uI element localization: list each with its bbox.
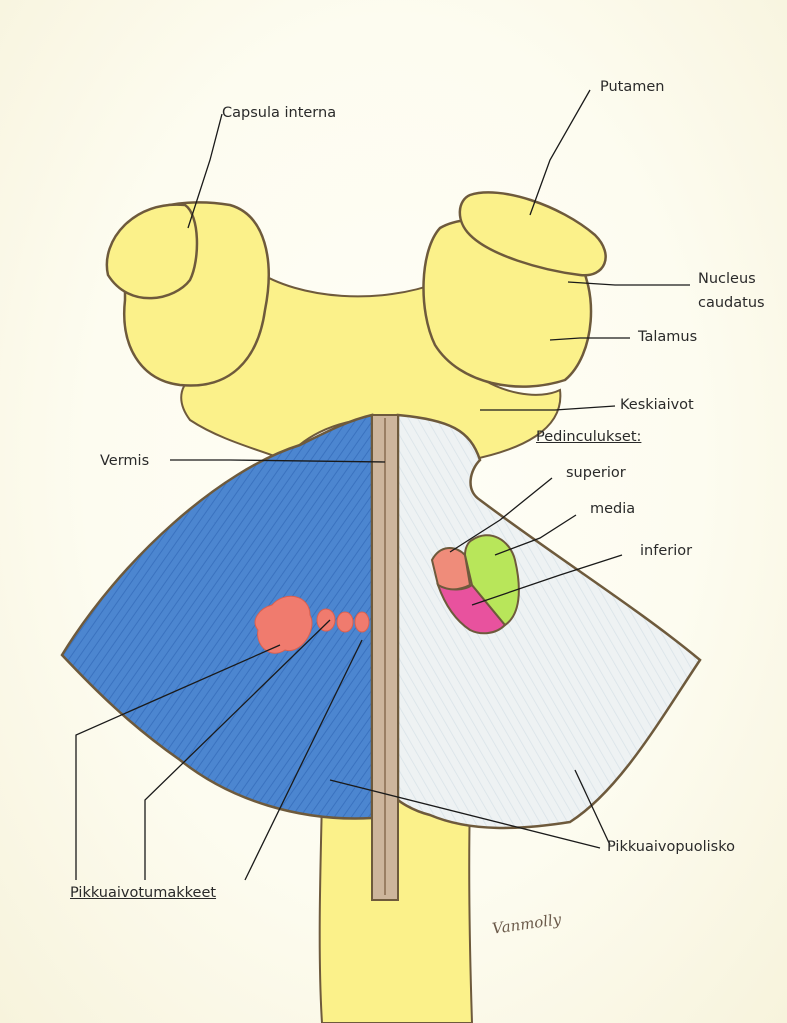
right-cerebellar-hemisphere — [398, 415, 700, 828]
label-media: media — [590, 500, 635, 518]
label-pikkuaivotumakkeet: Pikkuaivotumakkeet — [70, 884, 216, 902]
label-pikkuaivopuolisko: Pikkuaivopuolisko — [607, 838, 735, 856]
left-capsula-interna — [107, 205, 197, 299]
label-caudatus: caudatus — [698, 294, 765, 312]
right-thalamus — [424, 192, 606, 386]
label-capsula-interna: Capsula interna — [222, 104, 336, 122]
label-superior: superior — [566, 464, 626, 482]
label-talamus: Talamus — [638, 328, 697, 346]
label-nucleus: Nucleus — [698, 270, 756, 288]
label-inferior: inferior — [640, 542, 692, 560]
label-vermis: Vermis — [100, 452, 149, 470]
label-keskiaivot: Keskiaivot — [620, 396, 694, 414]
leader-putamen — [530, 90, 590, 215]
label-putamen: Putamen — [600, 78, 665, 96]
label-pedinculukset: Pedinculukset: — [536, 428, 641, 446]
left-thalamus — [107, 202, 269, 385]
